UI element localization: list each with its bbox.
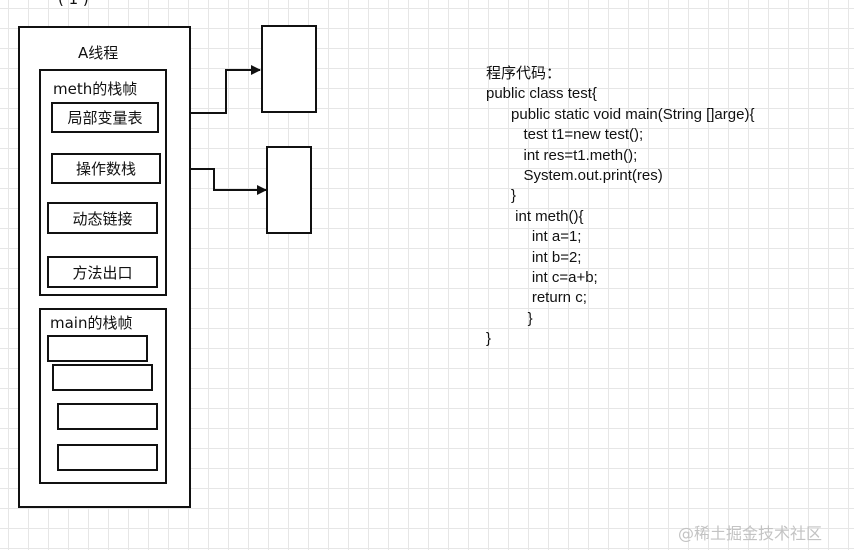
main-frame-slot-2: [52, 364, 153, 391]
thread-title: A线程: [78, 44, 119, 62]
watermark-text: @稀土掘金技术社区: [678, 524, 823, 543]
operand-stack-box: 操作数栈: [51, 153, 161, 184]
code-line: int res=t1.meth();: [486, 146, 638, 164]
code-line: int a=1;: [486, 228, 582, 246]
code-line: int b=2;: [486, 248, 582, 266]
code-line: int c=a+b;: [486, 268, 598, 286]
code-line: System.out.print(res): [486, 166, 663, 184]
code-line: 程序代码：: [486, 65, 562, 82]
code-line: test t1=new test();: [486, 126, 644, 144]
main-frame-title: main的栈帧: [50, 314, 133, 332]
code-line: return c;: [486, 289, 587, 307]
code-line: int meth(){: [486, 207, 584, 225]
method-exit-box: 方法出口: [47, 256, 158, 288]
meth-frame-title: meth的栈帧: [53, 80, 138, 98]
main-frame-slot-4: [57, 444, 158, 471]
cropped-top-fragment: ( 1 ): [58, 0, 89, 8]
code-line: public class test{: [486, 85, 597, 103]
code-line: public static void main(String []arge){: [486, 105, 755, 123]
operand-stack-target-box: [266, 146, 312, 234]
local-vars-target-box: [261, 25, 317, 113]
program-code: 程序代码： public class test{ public static v…: [486, 64, 754, 349]
local-variable-table-box: 局部变量表: [51, 102, 159, 133]
dynamic-linking-box: 动态链接: [47, 202, 158, 234]
code-line: }: [486, 187, 517, 205]
main-frame-slot-1: [47, 335, 148, 362]
code-line: }: [486, 309, 533, 327]
code-line: }: [486, 330, 492, 348]
arrow-local-vars-to-box: [158, 65, 261, 114]
main-frame-slot-3: [57, 403, 158, 430]
